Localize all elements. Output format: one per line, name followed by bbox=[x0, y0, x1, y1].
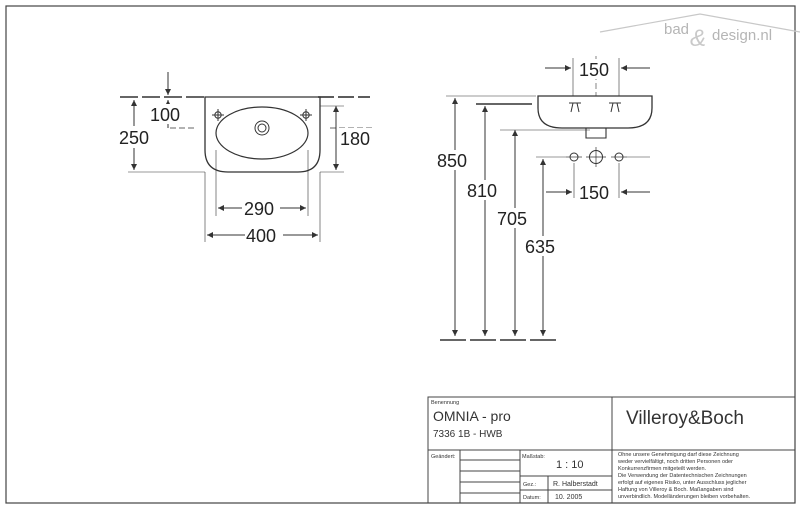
svg-text:Die Verwendung der Datentechni: Die Verwendung der Datentechnischen Zeic… bbox=[618, 473, 747, 479]
sheet-border bbox=[5, 5, 796, 504]
label-changed: Geändert: bbox=[431, 454, 456, 460]
supply-hole-left bbox=[566, 152, 582, 162]
dim-rim-height: 850 bbox=[437, 151, 467, 171]
plan-tap-hole-left bbox=[212, 109, 224, 121]
drawing-date: 10. 2005 bbox=[555, 494, 582, 501]
label-date: Datum: bbox=[523, 495, 541, 501]
svg-text:Konkurrenzfirmen mitgeteilt we: Konkurrenzfirmen mitgeteilt werden. bbox=[618, 466, 707, 472]
supply-hole-right bbox=[611, 152, 627, 162]
dim-waste-height-a: 705 bbox=[497, 209, 527, 229]
product-name: OMNIA - pro bbox=[433, 408, 511, 424]
dim-depth-total: 250 bbox=[119, 128, 149, 148]
plan-tap-hole-right bbox=[300, 109, 312, 121]
brand-name: Villeroy&Boch bbox=[626, 408, 744, 429]
svg-text:erfolgt auf eigenes Risiko, un: erfolgt auf eigenes Risiko, unter Aussch… bbox=[618, 480, 747, 486]
watermark-logo: bad & design.nl bbox=[599, 13, 800, 52]
label-scale: Maßstab: bbox=[522, 454, 545, 460]
watermark-text-right: design.nl bbox=[712, 27, 772, 44]
dim-waste-spacing: 150 bbox=[579, 60, 609, 80]
dim-supply-spacing: 150 bbox=[579, 183, 609, 203]
plan-drain-outer bbox=[254, 120, 270, 136]
label-drawn-by: Gez.: bbox=[523, 482, 537, 488]
svg-text:Haftung von Villeroy & Boch. M: Haftung von Villeroy & Boch. Maßangaben … bbox=[618, 487, 733, 493]
dim-overall-width: 400 bbox=[246, 226, 276, 246]
plan-bowl bbox=[215, 106, 309, 160]
supply-hole-center bbox=[586, 147, 606, 167]
dim-bowl-width: 290 bbox=[244, 199, 274, 219]
plan-drain-inner bbox=[257, 123, 267, 133]
scale-value: 1 : 10 bbox=[556, 459, 584, 471]
label-designation: Benennung bbox=[431, 400, 459, 406]
title-block: Benennung OMNIA - pro 7336 1B - HWB Vill… bbox=[427, 396, 796, 504]
dim-bowl-depth: 180 bbox=[340, 129, 370, 149]
dim-waste-height-b: 635 bbox=[525, 237, 555, 257]
dim-bowl-height: 810 bbox=[467, 181, 497, 201]
watermark-ampersand: & bbox=[690, 25, 706, 52]
product-code: 7336 1B - HWB bbox=[433, 429, 503, 440]
watermark-text-left: bad bbox=[664, 21, 689, 38]
dim-depth-offset: 100 bbox=[150, 105, 180, 125]
elevation-basin-outline bbox=[537, 95, 653, 129]
disclaimer-text: Ohne unsere Genehmigung darf diese Zeich… bbox=[617, 452, 751, 500]
svg-text:Ohne unsere Genehmigung darf d: Ohne unsere Genehmigung darf diese Zeich… bbox=[618, 452, 739, 458]
svg-text:unverbindlich. Modelländerunge: unverbindlich. Modelländerungen bleiben … bbox=[618, 494, 751, 500]
svg-text:weder vervielfältigt, noch dri: weder vervielfältigt, noch dritten Perso… bbox=[617, 459, 733, 465]
drawn-by: R. Halberstadt bbox=[553, 481, 598, 488]
elevation-trap bbox=[585, 128, 607, 139]
plan-basin-outline bbox=[204, 96, 321, 173]
